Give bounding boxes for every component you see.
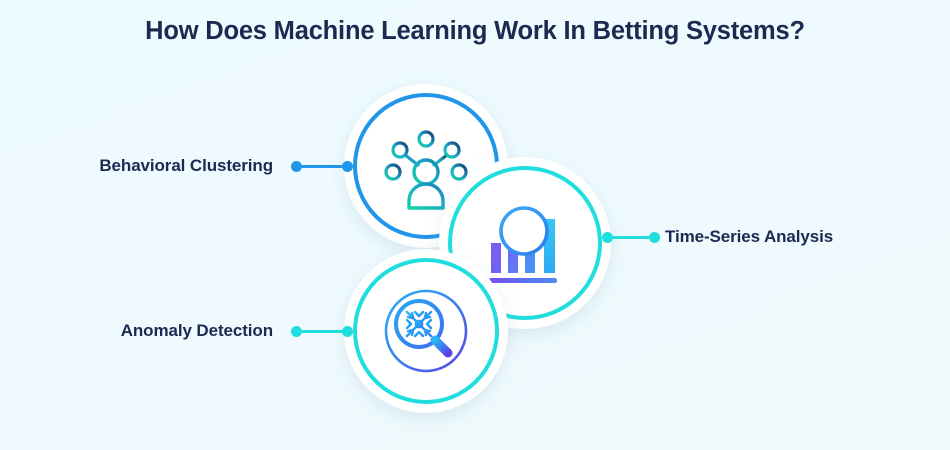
connector-dot-outer — [291, 325, 302, 337]
label-anomaly-detection: Anomaly Detection — [120, 321, 273, 340]
clock-bar-chart-icon — [475, 193, 575, 293]
connector-dot-inner — [602, 231, 613, 243]
connector-line — [302, 164, 342, 168]
node-circle-anomaly-detection[interactable] — [353, 258, 499, 404]
magnifier-snowflake-icon — [378, 283, 474, 379]
connector-line — [302, 329, 342, 333]
label-behavioral-clustering: Behavioral Clustering — [99, 156, 273, 175]
connector-time-series-analysis — [602, 231, 660, 243]
connector-behavioral-clustering — [291, 160, 353, 172]
page-title: How Does Machine Learning Work In Bettin… — [145, 17, 805, 45]
connector-anomaly-detection — [291, 325, 353, 337]
connector-dot-inner — [342, 325, 353, 337]
network-cluster-person-icon — [378, 118, 474, 214]
connector-dot-outer — [649, 231, 660, 243]
label-time-series-analysis: Time-Series Analysis — [665, 227, 834, 246]
connector-dot-outer — [291, 160, 302, 172]
connector-dot-inner — [342, 160, 353, 172]
connector-line — [613, 235, 649, 239]
